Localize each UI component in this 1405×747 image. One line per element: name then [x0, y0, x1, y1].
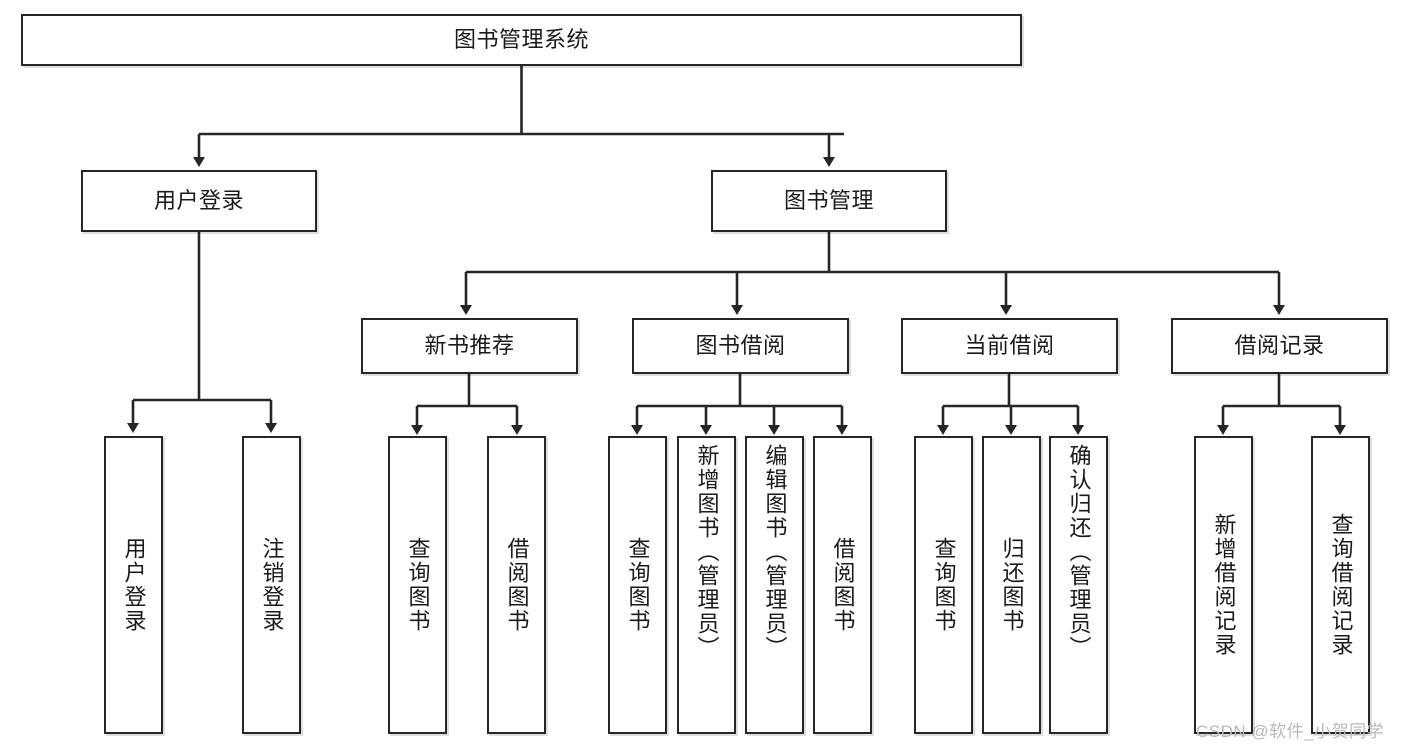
node-leaf-user-login-label: 用户登录	[121, 537, 147, 633]
connector-group-book-borrow	[631, 374, 848, 435]
node-borrow-record-label: 借阅记录	[1234, 332, 1325, 358]
connector-group-borrow-record	[1217, 374, 1346, 435]
node-book-borrow-label: 图书借阅	[695, 332, 786, 358]
node-user-login[interactable]: 用户登录	[81, 170, 317, 232]
node-leaf-user-login[interactable]: 用户登录	[104, 436, 163, 734]
node-leaf-logout-login-label: 注销登录	[259, 537, 285, 633]
node-leaf-add-borrow-record[interactable]: 新增借阅记录	[1194, 436, 1253, 734]
node-leaf-return-book[interactable]: 归还图书	[982, 436, 1041, 734]
node-leaf-borrow-book-1[interactable]: 借阅图书	[487, 436, 546, 734]
node-leaf-edit-book-admin[interactable]: 编辑图书（管理员）	[745, 436, 804, 734]
node-leaf-query-book-2[interactable]: 查询图书	[608, 436, 667, 734]
node-book-management-label: 图书管理	[783, 187, 874, 213]
node-leaf-confirm-return-admin-label: 确认归还（管理员）	[1066, 444, 1092, 660]
node-leaf-query-book-2-label: 查询图书	[625, 537, 651, 633]
node-leaf-borrow-book-2[interactable]: 借阅图书	[813, 436, 872, 734]
node-leaf-add-book-admin[interactable]: 新增图书（管理员）	[677, 436, 736, 734]
node-new-book-recommend[interactable]: 新书推荐	[361, 318, 578, 374]
node-leaf-query-book-3-label: 查询图书	[931, 537, 957, 633]
node-leaf-query-borrow-record-label: 查询借阅记录	[1328, 513, 1354, 657]
node-borrow-record[interactable]: 借阅记录	[1171, 318, 1388, 374]
node-leaf-borrow-book-2-label: 借阅图书	[830, 537, 856, 633]
node-leaf-add-book-admin-label: 新增图书（管理员）	[694, 444, 720, 660]
connector-group-user-login	[127, 232, 277, 433]
node-current-borrow[interactable]: 当前借阅	[901, 318, 1118, 374]
node-leaf-edit-book-admin-label: 编辑图书（管理员）	[762, 444, 788, 660]
node-leaf-confirm-return-admin[interactable]: 确认归还（管理员）	[1049, 436, 1108, 734]
node-current-borrow-label: 当前借阅	[964, 332, 1055, 358]
node-leaf-query-book-1-label: 查询图书	[405, 537, 431, 633]
node-leaf-add-borrow-record-label: 新增借阅记录	[1211, 513, 1237, 657]
node-leaf-logout-login[interactable]: 注销登录	[242, 436, 301, 734]
node-root[interactable]: 图书管理系统	[21, 14, 1022, 66]
node-leaf-return-book-label: 归还图书	[999, 537, 1025, 633]
node-book-borrow[interactable]: 图书借阅	[632, 318, 849, 374]
node-leaf-query-borrow-record[interactable]: 查询借阅记录	[1311, 436, 1370, 734]
connector-group-current-borrow	[937, 374, 1084, 435]
node-leaf-query-book-1[interactable]: 查询图书	[388, 436, 447, 734]
connector-group-new-book-recommend	[411, 374, 523, 435]
node-leaf-query-book-3[interactable]: 查询图书	[914, 436, 973, 734]
node-root-label: 图书管理系统	[453, 26, 589, 52]
node-new-book-recommend-label: 新书推荐	[424, 332, 515, 358]
node-book-management[interactable]: 图书管理	[711, 170, 947, 232]
connector-group-book-management	[460, 232, 1285, 315]
node-leaf-borrow-book-1-label: 借阅图书	[504, 537, 530, 633]
node-user-login-label: 用户登录	[153, 187, 244, 213]
connector-group-root	[193, 66, 844, 167]
